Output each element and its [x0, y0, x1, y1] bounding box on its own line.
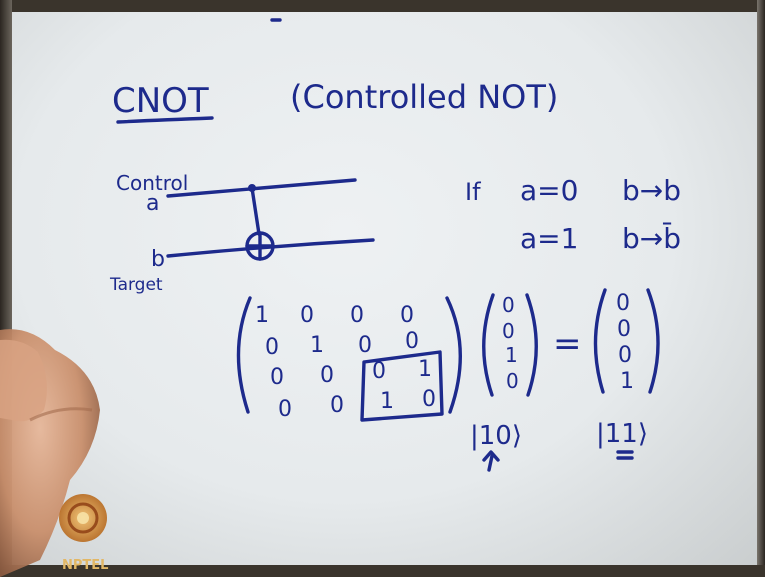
equals-sign: =	[553, 324, 582, 364]
rule2-result: b→b̄	[622, 221, 681, 255]
input-vector-entry: 0	[502, 319, 515, 343]
title-underline	[116, 116, 214, 124]
if-word: If	[465, 178, 481, 206]
nptel-logo: NPTEL	[59, 494, 108, 573]
matrix-cell: 1	[255, 303, 269, 328]
input-right-paren	[525, 293, 538, 397]
matrix-entries: 1 0 0 0 0 1 0 0 0 0 0 1 0 0 1 0	[255, 303, 436, 422]
matrix-cell: 0	[358, 333, 372, 358]
output-vector-entry: 0	[618, 343, 632, 368]
rule1-result: b→b	[622, 174, 681, 207]
right-edge	[757, 0, 765, 577]
rule2-condition: a=1	[520, 222, 578, 255]
input-ket: |10⟩	[470, 421, 522, 451]
input-vector-entry: 1	[505, 343, 518, 367]
matrix-cell: 0	[422, 387, 436, 412]
b-label: b	[151, 247, 165, 272]
matrix-cell: 1	[418, 357, 432, 382]
matrix-cell: 0	[350, 303, 364, 328]
output-right-paren	[646, 288, 660, 394]
input-vector-entry: 0	[502, 293, 515, 317]
output-vector-entry: 1	[620, 369, 634, 394]
submatrix-box	[360, 350, 444, 422]
a-label: a	[146, 191, 159, 216]
output-vector-entry: 0	[616, 291, 630, 316]
nptel-logo-text: NPTEL	[62, 558, 108, 573]
control-wire	[166, 178, 357, 198]
input-left-paren	[482, 293, 495, 397]
presenter-hand	[0, 329, 100, 577]
output-left-paren	[593, 288, 607, 394]
matrix-cell: 0	[330, 393, 344, 418]
matrix-cell: 0	[300, 303, 314, 328]
target-label: Target	[109, 275, 163, 295]
matrix-right-paren	[445, 296, 462, 414]
rule1-condition: a=0	[520, 174, 578, 207]
matrix-left-paren	[236, 296, 252, 414]
control-line	[250, 186, 261, 236]
matrix-cell: 0	[265, 335, 279, 360]
output-ket: |11⟩	[596, 419, 648, 449]
matrix-cell: 0	[405, 329, 419, 354]
matrix-cell: 0	[320, 363, 334, 388]
arrow-up-head	[482, 450, 500, 462]
control-label: Control	[116, 171, 188, 195]
matrix-cell: 0	[270, 365, 284, 390]
matrix-cell: 1	[310, 333, 324, 358]
arrow-up-stem	[487, 454, 494, 472]
matrix-cell: 0	[278, 397, 292, 422]
matrix-cell: 1	[380, 389, 394, 414]
matrix-cell: 0	[372, 359, 386, 384]
output-vector-entry: 0	[617, 317, 631, 342]
title-cnot: CNOT	[112, 81, 209, 121]
matrix-cell: 0	[400, 303, 414, 328]
bottom-edge	[0, 565, 765, 577]
top-edge	[0, 0, 765, 12]
input-vector-entry: 0	[506, 369, 519, 393]
subtitle-controlled-not: (Controlled NOT)	[290, 78, 558, 116]
